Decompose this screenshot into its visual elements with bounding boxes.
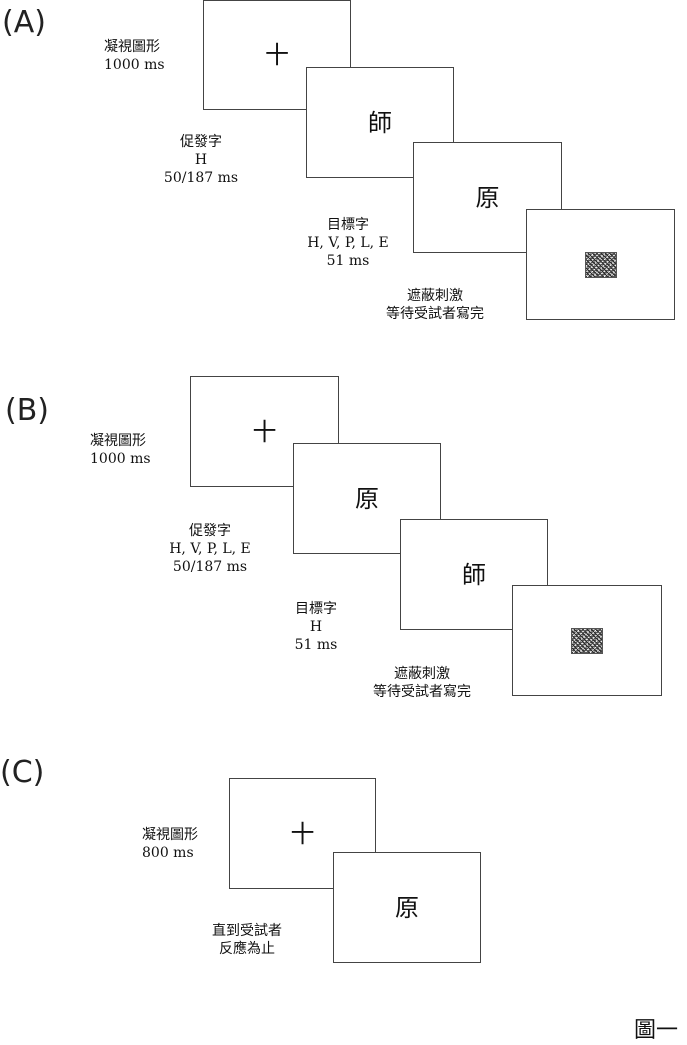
panel-a-fixation-frame: 十 [203,0,351,110]
panel-a-prime-label: 促發字 H 50/187 ms [163,134,239,186]
panel-a-target-label: 目標字 H, V, P, L, E 51 ms [307,217,389,269]
panel-a-mask-frame [526,209,675,320]
fixation-cross: 十 [265,41,289,69]
noise-mask-icon [571,627,603,654]
target-character: 原 [395,893,419,922]
panel-b-label: (B) [5,393,49,428]
panel-c-target-frame: 原 [333,852,481,963]
figure-caption: 圖一 [634,1018,679,1043]
fixation-cross: 十 [290,819,315,848]
panel-b-mask-label: 遮蔽刺激 等待受試者寫完 [373,666,471,700]
panel-c-label: (C) [0,755,45,790]
panel-b-prime-label: 促發字 H, V, P, L, E 50/187 ms [169,523,251,575]
panel-b-mask-frame [512,585,662,696]
panel-a-label: (A) [2,5,46,40]
panel-c-response-label: 直到受試者 反應為止 [212,923,282,957]
prime-character: 師 [368,108,392,137]
target-character: 師 [462,560,486,589]
panel-b-target-label: 目標字 H 51 ms [294,601,338,653]
panel-b-fixation-label: 凝視圖形 1000 ms [90,433,151,467]
fixation-cross: 十 [252,417,277,446]
panel-c-fixation-label: 凝視圖形 800 ms [142,827,198,861]
prime-character: 原 [355,484,379,513]
target-character: 原 [475,183,500,212]
noise-mask-icon [584,251,617,278]
panel-a-mask-label: 遮蔽刺激 等待受試者寫完 [386,288,484,322]
panel-a-fixation-label: 凝視圖形 1000 ms [104,39,165,73]
